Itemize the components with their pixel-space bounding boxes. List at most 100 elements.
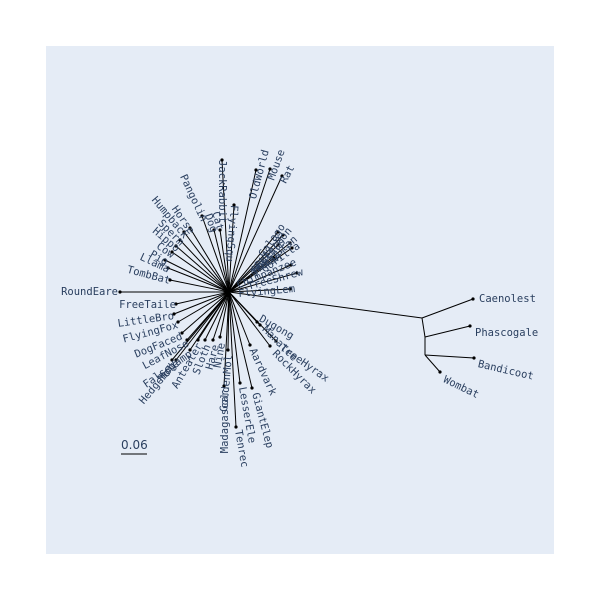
branch-tenrec	[229, 308, 237, 428]
leaf-node-flyingsqu	[232, 203, 236, 207]
branch-rhesus	[234, 244, 279, 287]
leaf-node-horse	[188, 226, 192, 230]
branch-lesserele	[229, 302, 241, 384]
leaf-label-wombat: Wombat	[441, 374, 480, 401]
leaf-node-hedgehog	[170, 358, 174, 362]
leaf-node-treehyrax	[274, 339, 278, 343]
branch-hare	[212, 297, 228, 341]
branch-sloth	[204, 297, 227, 341]
leaf-node-humpback	[182, 230, 186, 234]
leaf-node-rat	[280, 174, 284, 178]
branch-sperm	[179, 239, 224, 287]
leaf-node-mouse	[268, 167, 272, 171]
branch-nine	[219, 297, 229, 338]
leaf-label-flyingsqu: FlyingSqu	[223, 204, 240, 262]
leaf-node-sperm	[178, 238, 182, 242]
leaf-node	[471, 297, 475, 301]
leaf-label-roundeare: RoundEare	[61, 286, 118, 298]
leaf-node-cat	[218, 228, 222, 232]
leaf-node-llama	[166, 266, 170, 270]
leaf-node-sloth	[203, 338, 207, 342]
branch-dogfaced	[181, 296, 224, 334]
leaf-node-hare	[211, 338, 215, 342]
root-branch	[228, 291, 423, 319]
branch-anteater	[197, 297, 226, 341]
leaf-label-caenolest: Caenolest	[479, 293, 536, 305]
leaf-label-freetaile: FreeTaile	[119, 299, 176, 311]
branch-flyingsqu	[229, 204, 235, 282]
leaf-node-dog	[212, 228, 216, 232]
leaf-node-lesserele	[238, 381, 242, 385]
leaf-node-goldenmol	[226, 348, 230, 352]
branch-phascogale	[424, 325, 471, 338]
leaf-label-goldenmol: GoldenMol	[218, 354, 235, 412]
branch-pig	[164, 259, 222, 289]
leaf-node-madagascar	[222, 384, 226, 388]
leaf-node-human	[272, 256, 276, 260]
branch-bandicoot	[424, 354, 475, 359]
internal-branch	[228, 277, 236, 293]
leaf-label-bandicoot: Bandicoot	[477, 358, 535, 382]
branch-orangutan	[236, 242, 291, 287]
branch-flyinglem	[236, 288, 291, 293]
branch-pangolin	[201, 215, 227, 284]
branch-howlermon	[235, 234, 284, 286]
leaf-label-jackrabbit: JackRabbit	[216, 160, 228, 223]
leaf-node-chimpanzee	[289, 263, 293, 267]
leaf-node-falsevamp	[188, 348, 192, 352]
branch-tombbat	[169, 279, 223, 292]
leaf-node-mole	[174, 358, 178, 362]
leaf-node-orangutan	[288, 241, 292, 245]
leaf-node-jackrabbit	[220, 158, 224, 162]
leaf-node	[438, 370, 442, 374]
leaf-node-pangolin	[200, 214, 204, 218]
leaf-node	[468, 324, 472, 328]
scale-bar-label: 0.06	[121, 438, 148, 452]
leaf-label-phascogale: Phascogale	[475, 327, 538, 339]
branch-oldworld	[231, 169, 257, 278]
leaf-label-nine: Nine	[212, 342, 228, 369]
branch-wombat	[424, 354, 441, 373]
leaf-node-littlebro	[172, 312, 176, 316]
leaf-node-flyingfox	[176, 320, 180, 324]
branch-giantelep	[231, 303, 253, 389]
leaf-label-madagascar: Madagascar	[219, 390, 231, 453]
branch-treeshrew	[237, 272, 298, 291]
branch-rockhyrax	[233, 298, 271, 347]
branch-aardvark	[231, 298, 251, 346]
branch-hedgehog	[171, 299, 223, 361]
branch-horse	[189, 227, 225, 285]
leaf-node-rockhyrax	[268, 344, 272, 348]
branch-flyingfox	[177, 295, 224, 323]
branch-humpback	[183, 231, 225, 286]
leaf-node-pig	[163, 258, 167, 262]
tree-branches	[118, 158, 476, 429]
leaf-node-oldworld	[254, 168, 258, 172]
branch-goldenmol	[227, 298, 230, 351]
leaf-node-flyinglem	[288, 287, 292, 291]
scale-bar: 0.06	[121, 438, 148, 455]
leaf-label-flyinglem: FlyingLem	[238, 283, 296, 300]
branch	[421, 317, 426, 338]
leaf-node-galago	[276, 230, 280, 234]
branch-caenolest	[421, 298, 474, 319]
branch-human	[234, 257, 275, 289]
branch-gorilla	[236, 247, 293, 288]
leaf-node-treeshrew	[295, 271, 299, 275]
branch-treehyrax	[234, 297, 277, 342]
branch-chimpanzee	[236, 264, 292, 290]
branch-cow	[171, 251, 223, 288]
leaf-node-gorilla	[290, 246, 294, 250]
leaf-node	[472, 356, 476, 360]
branch-hippo	[175, 245, 223, 287]
branch-dog	[213, 229, 228, 285]
leaf-node-rhesus	[276, 243, 280, 247]
leaf-node-hippo	[174, 244, 178, 248]
branch-madagascar	[223, 303, 229, 387]
leaf-label-cat: Cat	[209, 210, 226, 231]
leaf-node-freetaile	[174, 302, 178, 306]
branch-freetaile	[175, 292, 223, 305]
leaf-node-aardvark	[248, 343, 252, 347]
